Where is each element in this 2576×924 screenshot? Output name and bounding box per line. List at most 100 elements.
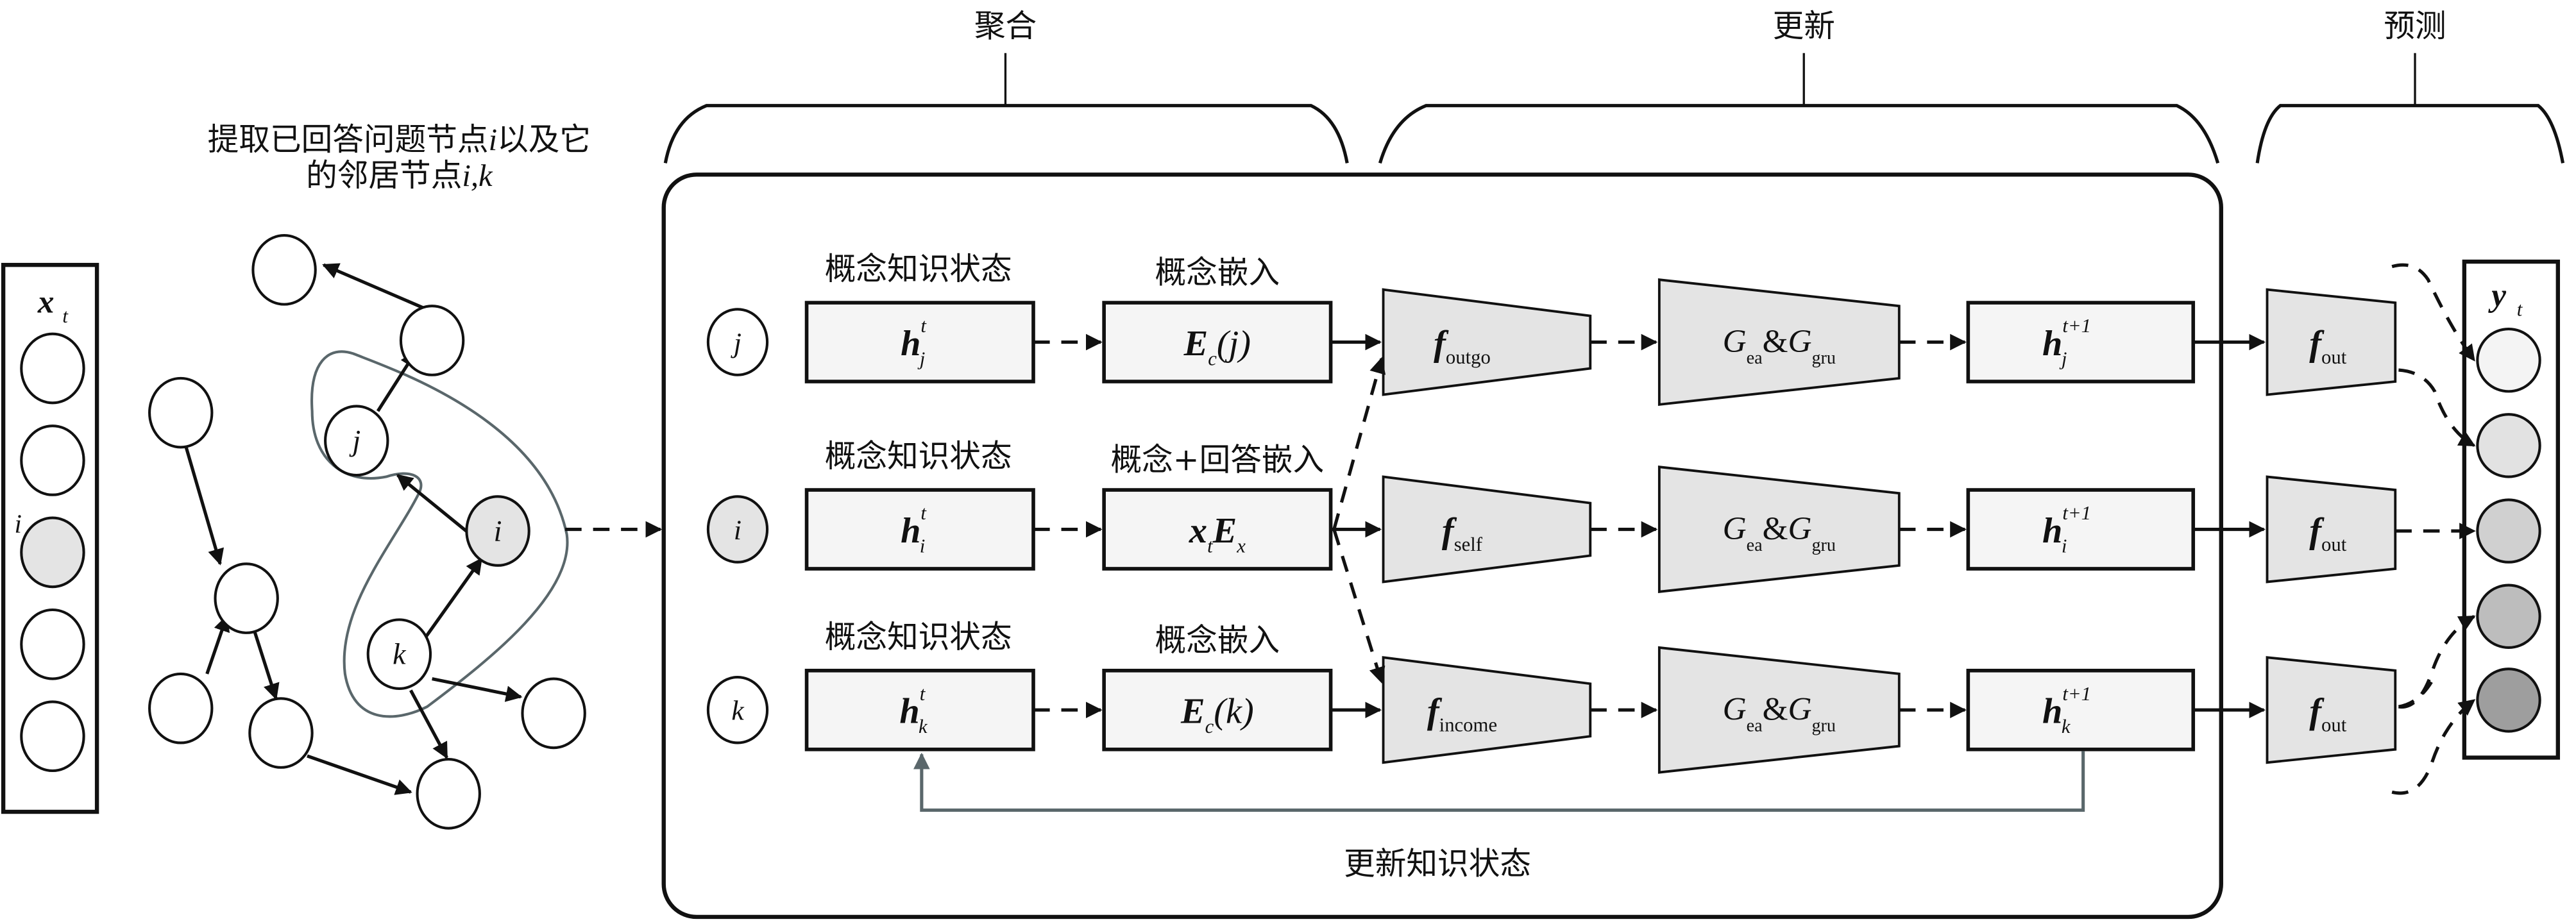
graph-edge bbox=[322, 263, 432, 313]
output-cell bbox=[2476, 327, 2541, 393]
concept-node-label: k bbox=[731, 696, 744, 727]
graph-node bbox=[214, 562, 279, 634]
f-self-module bbox=[1382, 475, 1592, 584]
input-cell bbox=[20, 608, 85, 680]
concept-node-label: i bbox=[734, 515, 741, 546]
embedding-box bbox=[1102, 488, 1333, 571]
gea-ggru-formula: Gea&Ggru bbox=[1723, 323, 1836, 368]
graph-node-j-label: j bbox=[349, 424, 360, 457]
knowledge-state-box bbox=[804, 301, 1035, 383]
model-container bbox=[661, 172, 2223, 920]
aggregate-brace bbox=[663, 53, 1349, 164]
next-state-box bbox=[1966, 668, 2196, 752]
graph-edge bbox=[205, 614, 230, 675]
gea-ggru-module bbox=[1657, 466, 1901, 593]
graph-node-i bbox=[465, 495, 530, 567]
graph-edge bbox=[307, 754, 412, 795]
input-vector: x t i bbox=[1, 262, 99, 814]
graph-node-j bbox=[324, 405, 389, 477]
extract-caption: 提取已回答问题节点i以及它 的邻居节点i,k bbox=[208, 122, 591, 194]
input-cell bbox=[20, 332, 85, 405]
gea-ggru-module bbox=[1657, 278, 1901, 407]
formula: fout bbox=[2309, 511, 2346, 555]
feedback-loop: 更新知识状态 bbox=[913, 751, 2085, 882]
embedding-formula: Ec(k) bbox=[1180, 692, 1254, 737]
f-income-module bbox=[1382, 656, 1592, 764]
graph-node bbox=[251, 234, 317, 306]
graph-edge bbox=[409, 689, 448, 759]
section-aggregate-label: 聚合 bbox=[974, 8, 1037, 44]
f-out-module bbox=[2266, 288, 2397, 396]
output-cell bbox=[2476, 413, 2541, 478]
output-vector-subscript: t bbox=[2517, 299, 2523, 321]
output-arrows bbox=[2391, 263, 2476, 795]
state-caption: 概念知识状态 bbox=[825, 619, 1012, 655]
svg-text:的邻居节点i,k: 的邻居节点i,k bbox=[306, 158, 493, 194]
graph-edge bbox=[183, 445, 225, 566]
input-vector-label: x bbox=[37, 283, 55, 320]
output-vector: y t bbox=[2462, 259, 2561, 760]
embedding-formula: Ec(j) bbox=[1183, 324, 1251, 369]
gea-ggru-module bbox=[1657, 646, 1901, 774]
predict-brace bbox=[2255, 53, 2565, 164]
graph-edge bbox=[396, 474, 470, 534]
caption-line2-vars: i,k bbox=[462, 158, 493, 193]
graph-node-k bbox=[366, 618, 432, 690]
input-cell bbox=[20, 424, 85, 496]
input-vector-subscript: t bbox=[62, 305, 69, 327]
section-update-label: 更新 bbox=[1773, 8, 1835, 44]
section-predict-label: 预测 bbox=[2384, 8, 2446, 44]
state-caption: 概念知识状态 bbox=[825, 439, 1012, 475]
f-out-module bbox=[2266, 475, 2397, 584]
graph-node bbox=[148, 672, 214, 744]
feedback-label: 更新知识状态 bbox=[1344, 846, 1531, 882]
embedding-formula: xtEx bbox=[1189, 511, 1246, 557]
embedding-box bbox=[1102, 668, 1333, 752]
state-caption: 概念知识状态 bbox=[825, 251, 1012, 287]
concept-node-j bbox=[706, 308, 769, 376]
concept-node-i bbox=[706, 495, 769, 564]
embed-caption: 概念嵌入 bbox=[1155, 623, 1280, 659]
graph-node-i-label: i bbox=[494, 514, 502, 547]
graph-node bbox=[248, 697, 314, 769]
embed-caption: 概念嵌入 bbox=[1155, 255, 1280, 290]
embed-to-income-arrow bbox=[1332, 528, 1385, 684]
graph-edge bbox=[419, 557, 483, 646]
output-cell bbox=[2476, 584, 2541, 649]
caption-line1-var: i bbox=[489, 122, 498, 157]
graph-node bbox=[521, 677, 586, 750]
caption-line1-prefix: 提取已回答问题节点 bbox=[208, 122, 489, 158]
gea-ggru-formula: Gea&Ggru bbox=[1723, 510, 1836, 555]
caption-line1-suffix: 以及它 bbox=[497, 122, 591, 158]
embed-caption: 概念+回答嵌入 bbox=[1111, 442, 1325, 478]
update-brace bbox=[1378, 53, 2220, 164]
graph-node-k-label: k bbox=[393, 638, 407, 671]
graph-edge bbox=[250, 621, 280, 700]
gea-ggru-formula: Gea&Ggru bbox=[1723, 691, 1836, 736]
graph-node bbox=[148, 376, 214, 449]
embed-to-outgo-arrow bbox=[1332, 357, 1386, 530]
input-highlight-label: i bbox=[14, 509, 21, 539]
concept-node-label: j bbox=[731, 328, 741, 358]
input-cell-answered bbox=[20, 516, 85, 589]
knowledge-graph: j i k bbox=[148, 234, 586, 830]
knowledge-state-box bbox=[804, 488, 1035, 571]
formula: fout bbox=[2309, 324, 2346, 368]
caption-line2-prefix: 的邻居节点 bbox=[306, 158, 462, 194]
output-cell bbox=[2476, 668, 2541, 733]
neighborhood-outline bbox=[310, 350, 569, 718]
graph-edge bbox=[432, 677, 523, 702]
formula: foutgo bbox=[1434, 324, 1491, 368]
f-out-module bbox=[2266, 656, 2397, 764]
